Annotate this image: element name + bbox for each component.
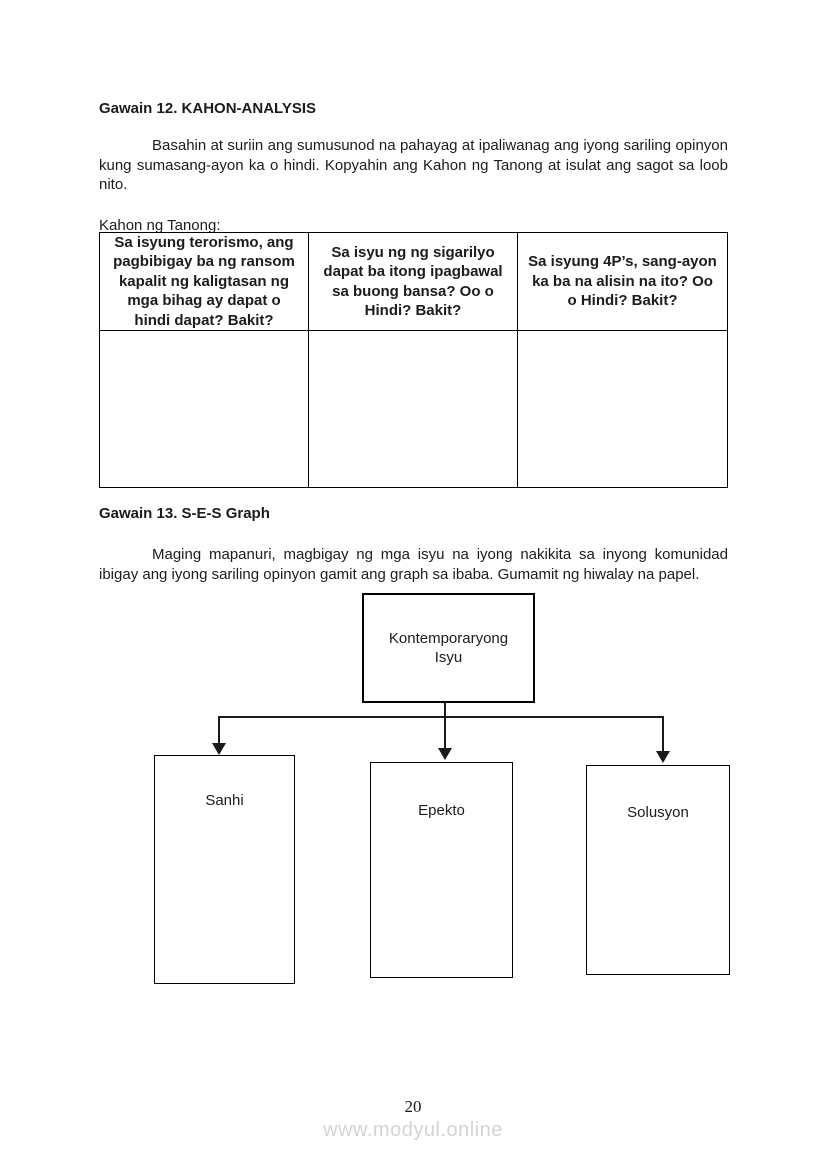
gawain-12-heading: Gawain 12. KAHON-ANALYSIS	[99, 100, 316, 117]
watermark-text: www.modyul.online	[323, 1119, 503, 1141]
diagram-connector-lines	[212, 702, 670, 763]
page-number: 20	[404, 1097, 422, 1116]
question-header-4ps: Sa isyung 4P’s, sang-ayon ka ba na alisi…	[518, 233, 727, 331]
diagram-sanhi-box: Sanhi	[154, 755, 295, 984]
answer-cell-sigarilyo	[309, 331, 518, 487]
arrow-down-icon	[438, 748, 452, 760]
gawain-13-instructions: Maging mapanuri, magbigay ng mga isyu na…	[99, 546, 728, 583]
arrow-down-icon	[212, 743, 226, 755]
answer-cell-terorismo	[100, 331, 309, 487]
diagram-root-label: Kontemporaryong Isyu	[388, 629, 509, 667]
diagram-sanhi-label: Sanhi	[205, 792, 244, 809]
gawain-12-instructions: Basahin at suriin ang sumusunod na pahay…	[99, 137, 728, 193]
diagram-epekto-label: Epekto	[418, 802, 465, 819]
gawain-13-heading: Gawain 13. S-E-S Graph	[99, 505, 270, 522]
diagram-solusyon-label: Solusyon	[627, 804, 689, 821]
arrow-down-icon	[656, 751, 670, 763]
question-table: Sa isyung terorismo, ang pagbibigay ba n…	[99, 232, 728, 488]
question-header-sigarilyo: Sa isyu ng ng sigarilyo dapat ba itong i…	[309, 233, 518, 331]
question-header-terorismo: Sa isyung terorismo, ang pagbibigay ba n…	[100, 233, 309, 331]
question-box-label: Kahon ng Tanong:	[99, 217, 221, 234]
diagram-solusyon-box: Solusyon	[586, 765, 730, 975]
diagram-root-box: Kontemporaryong Isyu	[362, 593, 535, 703]
diagram-epekto-box: Epekto	[370, 762, 513, 978]
answer-cell-4ps	[518, 331, 727, 487]
